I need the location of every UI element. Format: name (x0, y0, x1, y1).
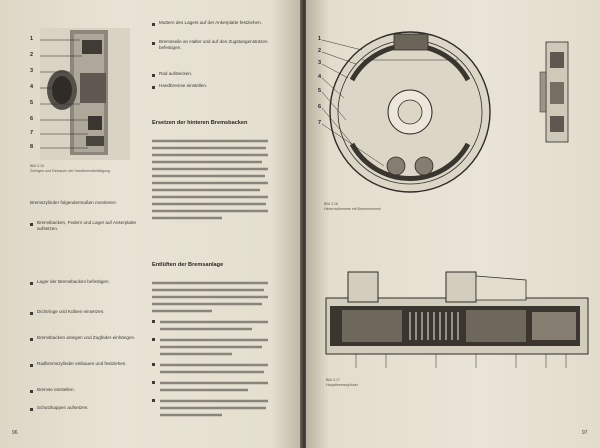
bullet-marker (152, 23, 155, 26)
fig1-callout-5: 5 (30, 100, 34, 106)
fig1-callout-6: 6 (30, 116, 34, 122)
fig1-callout-2: 2 (30, 52, 34, 58)
bullet-marker (30, 223, 33, 226)
fig-drum-brake-drawing (321, 31, 491, 193)
bullet-marker (30, 312, 33, 315)
fig-handbrake-photo (40, 28, 130, 160)
bullet-item: Rad aufstecken. (159, 71, 193, 76)
fig1-callout-1: 1 (30, 36, 34, 42)
illegible-text-block (152, 281, 268, 417)
fig1-callout-4: 4 (30, 84, 34, 90)
bullet-marker (30, 282, 33, 285)
bullet-item: Bremse einstellen. (37, 387, 75, 392)
bullet-item: Bremsbacken, Federn und Lager auf Ankerp… (37, 220, 137, 232)
left-page: 1 2 3 4 5 6 7 8 Bild 3.15 Zerlegen und E… (0, 0, 302, 448)
fig1-callout-7: 7 (30, 130, 34, 136)
bullet-item: Muttern des Lagers auf der Ankerplatte f… (159, 20, 262, 25)
bullet-marker (30, 364, 33, 367)
fig-drum-caption: Bild 3.16 Hinterradbremse mit Bremstromm… (324, 202, 381, 211)
bullet-item: Handbremse einstellen. (159, 83, 208, 88)
drum-callout-7: 7 (318, 120, 322, 126)
bullet-marker (30, 390, 33, 393)
page-number-left: 96 (12, 430, 18, 436)
bullet-item: Radbremszylinder einbauen und festziehen… (37, 361, 127, 366)
fig-wheel-cylinder-section (539, 41, 569, 143)
bullet-marker (152, 86, 155, 89)
bullet-item: Bremsbacken anlegen und Zugfeder einhäng… (37, 335, 136, 340)
left-col-intro: Bremszylinder folgendermaßen montieren: (30, 200, 117, 205)
right-page: 1 2 3 4 5 6 7 Bild 3.16 Hinterradbremse … (306, 0, 600, 448)
illegible-text-block (152, 139, 268, 220)
bullet-marker (30, 338, 33, 341)
fig1-caption: Bild 3.15 Zerlegen und Einbauen der Hand… (30, 164, 110, 173)
drum-callout-4: 4 (318, 74, 322, 80)
bullet-marker (152, 74, 155, 77)
drum-callout-6: 6 (318, 104, 322, 110)
drum-callout-3: 3 (318, 60, 322, 66)
bullet-marker (30, 408, 33, 411)
drum-callout-2: 2 (318, 48, 322, 54)
bullet-item: Dichtringe und Kolben einsetzen. (37, 309, 105, 314)
section-heading: Ersetzen der hinteren Bremsbacken (152, 120, 248, 126)
bullet-marker (152, 42, 155, 45)
bullet-item: Lager der Bremsbacken befestigen. (37, 279, 110, 284)
fig1-callout-8: 8 (30, 144, 34, 150)
bullet-item: Schutzkappen aufsetzen. (37, 405, 89, 410)
section-heading: Entlüften der Bremsanlage (152, 262, 224, 268)
book-gutter (300, 0, 308, 448)
fig1-callout-3: 3 (30, 68, 34, 74)
drum-callout-5: 5 (318, 88, 322, 94)
fig-cyl-caption: Bild 3.17 Hauptbremszylinder (326, 378, 358, 387)
fig-master-cylinder-drawing (325, 271, 589, 368)
bullet-item: Bremsseile an Halter und auf den Zugstan… (159, 39, 268, 51)
drum-callout-1: 1 (318, 36, 322, 42)
page-number-right: 97 (582, 430, 588, 436)
